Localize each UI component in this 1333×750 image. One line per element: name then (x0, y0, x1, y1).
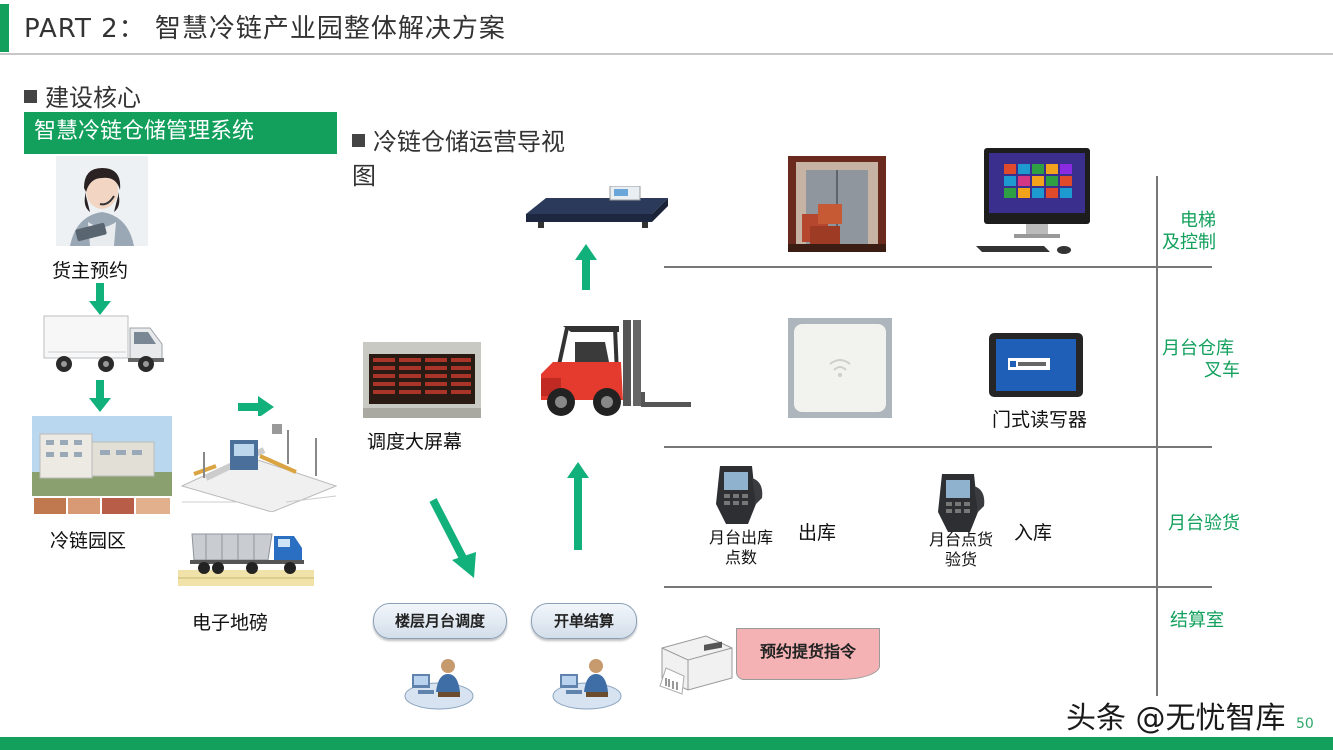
system-label-box: 智慧冷链仓储管理系统 (24, 112, 337, 154)
door-reader-label: 门式读写器 (992, 409, 1088, 431)
zone-label-inspection: 月台验货 (1168, 513, 1240, 534)
order-instruction-card: 预约提货指令 (736, 628, 880, 680)
section-heading-guide: 冷链仓储运营导视 (352, 122, 565, 157)
flow-label-owner: 货主预约 (52, 260, 129, 282)
zone-divider (664, 266, 1160, 268)
arrow-diagonal-icon (428, 496, 480, 580)
pill-billing: 开单结算 (531, 603, 637, 639)
elevator-photo (788, 156, 886, 252)
outbound-device-label: 月台出库 点数 (708, 528, 773, 567)
screen-label: 调度大屏幕 (367, 431, 463, 453)
arrow-down-icon (89, 283, 111, 315)
page-title: PART 2： 智慧冷链产业园整体解决方案 (24, 14, 506, 44)
outbound-label: 出库 (798, 522, 837, 544)
handheld-scanner-icon (934, 472, 990, 534)
zone-label-settlement: 结算室 (1170, 610, 1224, 631)
flow-label-weighbridge: 电子地磅 (192, 612, 269, 634)
arrow-right-icon (238, 396, 274, 418)
led-screen-photo (363, 342, 481, 418)
flow-label-park: 冷链园区 (50, 530, 127, 552)
title-divider (0, 53, 1333, 55)
dump-truck-icon (178, 522, 314, 586)
truck-icon (42, 312, 166, 374)
woman-headset-photo (56, 156, 148, 246)
forklift-icon (535, 316, 693, 422)
operator-desk-icon (402, 652, 476, 712)
title-accent (0, 4, 9, 52)
arrow-up-icon (567, 462, 589, 550)
zone-label-elevator: 电梯 及控制 (1162, 210, 1216, 253)
handheld-scanner-icon (712, 464, 768, 526)
rfid-reader-icon (788, 318, 892, 418)
inbound-label: 入库 (1014, 522, 1053, 544)
operator-desk-icon (550, 652, 624, 712)
platform-scale-icon (522, 186, 672, 238)
square-bullet-icon (24, 90, 37, 103)
section-heading-core: 建设核心 (24, 78, 141, 113)
label-printer-icon (652, 628, 736, 696)
zone-axis (1156, 176, 1158, 696)
pill-floor-dispatch: 楼层月台调度 (373, 603, 507, 639)
inbound-device-label: 月台点货 验货 (928, 530, 993, 569)
square-bullet-icon (352, 134, 365, 147)
zone-divider (664, 446, 1212, 448)
weighbridge-diagram (176, 416, 340, 512)
computer-icon (974, 146, 1094, 258)
footer-bar (0, 737, 1333, 750)
section-heading-guide-cont: 图 (352, 162, 376, 190)
page-number: 50 (1296, 716, 1314, 732)
tablet-icon (988, 332, 1084, 398)
zone-divider (664, 586, 1212, 588)
watermark: 头条 @无忧智库 (1066, 701, 1286, 736)
park-photo (32, 416, 172, 516)
arrow-down-icon (89, 380, 111, 412)
zone-divider (1158, 266, 1212, 268)
arrow-up-icon (575, 244, 597, 290)
zone-label-platform-warehouse: 月台仓库 叉车 (1162, 338, 1240, 381)
